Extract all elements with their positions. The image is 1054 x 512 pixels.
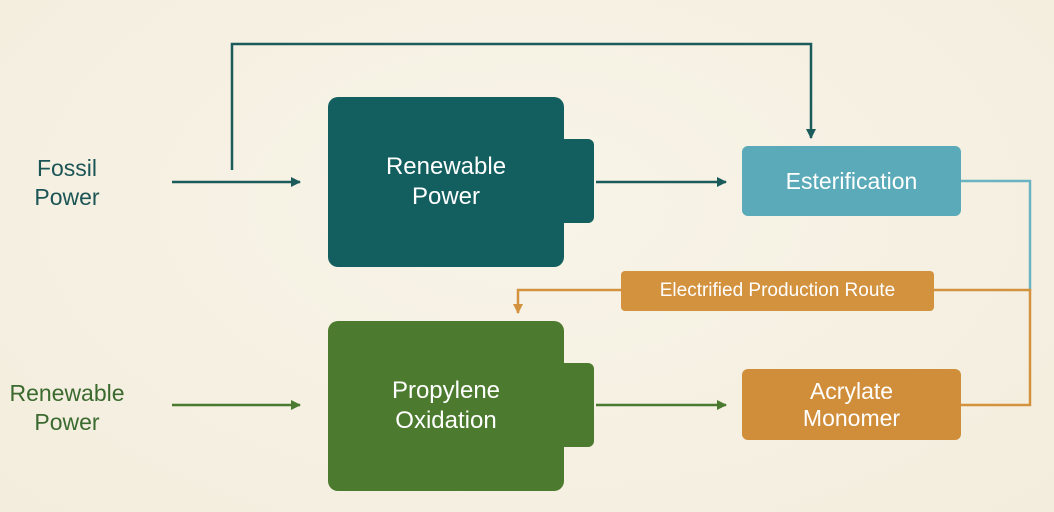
route-to-propylene-arrow xyxy=(513,288,621,314)
renewable-power-input-label: Renewable Power xyxy=(0,379,134,437)
esterification-label: Esterification xyxy=(785,167,918,194)
acrylate-monomer-box: Acrylate Monomer xyxy=(742,369,961,440)
propylene-block-line2: Oxidation xyxy=(395,407,497,434)
electrified-route-label: Electrified Production Route xyxy=(659,280,896,301)
esterification-box: Esterification xyxy=(742,146,961,216)
propylene-oxidation-block: Propylene Oxidation xyxy=(328,321,594,491)
renewable-block-line2: Power xyxy=(411,183,481,210)
fossil-power-label: Fossil Power xyxy=(14,154,120,212)
renewable-input-line1: Renewable xyxy=(9,380,125,406)
acrylate-line1: Acrylate xyxy=(809,377,894,404)
acrylate-line2: Monomer xyxy=(802,404,901,431)
renewable-block-line1: Renewable xyxy=(385,153,507,180)
esterification-return-line xyxy=(961,179,1032,290)
electrified-route-label-box: Electrified Production Route xyxy=(621,271,934,311)
propylene-block-line1: Propylene xyxy=(391,377,501,404)
fossil-power-line1: Fossil xyxy=(36,155,98,181)
renewable-input-line2: Power xyxy=(34,409,100,435)
acrylate-return-line xyxy=(934,288,1032,407)
fossil-bypass-arrow xyxy=(230,42,816,170)
fossil-power-line2: Power xyxy=(34,184,100,210)
propylene-block-terminal xyxy=(562,363,594,447)
renewable-power-block: Renewable Power xyxy=(328,97,594,267)
renewable-power-block-terminal xyxy=(562,139,594,223)
